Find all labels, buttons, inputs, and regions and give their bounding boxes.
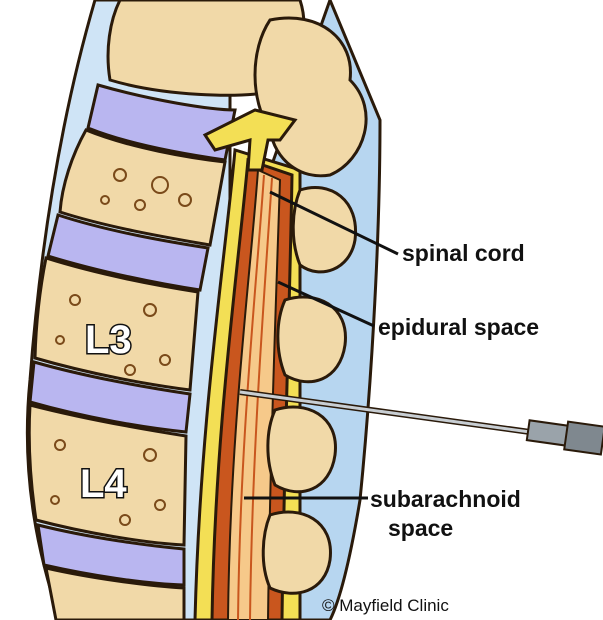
- vertebra-label-l4: L4: [80, 462, 127, 506]
- label-subarachnoid: subarachnoid: [370, 486, 521, 512]
- spinous-process: [263, 512, 330, 593]
- vertebra-label-l3: L3: [85, 318, 132, 362]
- lamina: [255, 18, 366, 176]
- label-spinal-cord: spinal cord: [402, 240, 525, 266]
- label-epidural-space: epidural space: [378, 314, 539, 340]
- label-subarachnoid-space: space: [388, 515, 453, 541]
- spinous-process: [268, 407, 336, 492]
- copyright-credit: © Mayfield Clinic: [322, 596, 449, 616]
